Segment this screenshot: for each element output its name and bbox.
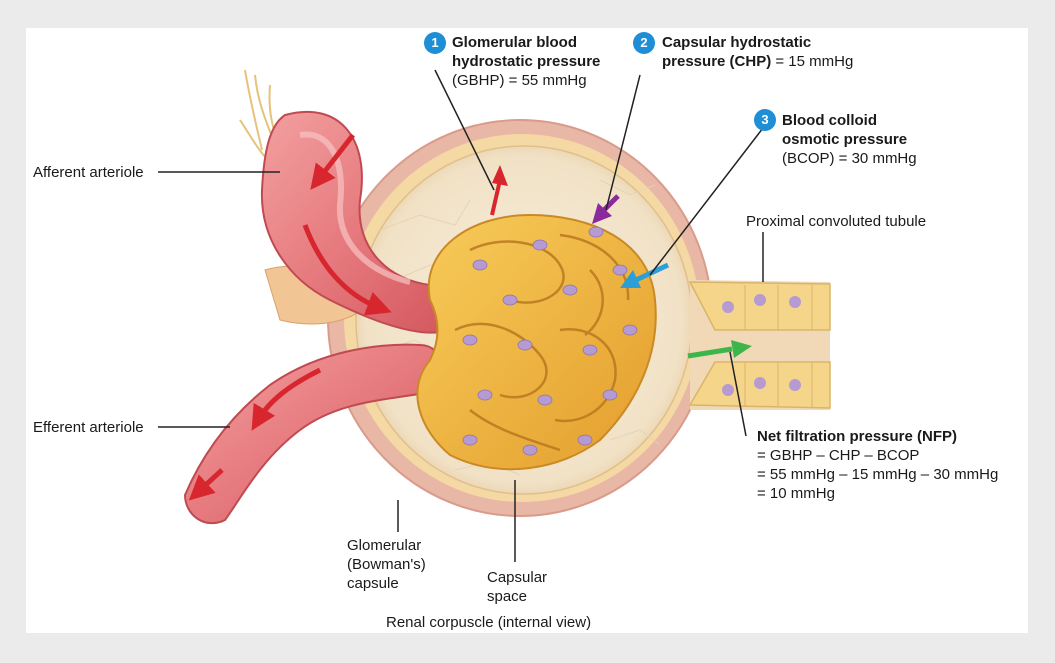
pressure-3-number-badge: 3 xyxy=(754,109,776,131)
nerve-fibers xyxy=(239,69,283,161)
leader-lines xyxy=(158,69,764,562)
pressure-2-number-badge: 2 xyxy=(633,32,655,54)
nfp-label: Net filtration pressure (NFP) = GBHP – C… xyxy=(757,428,999,502)
pressure-1-number-badge: 1 xyxy=(424,32,446,54)
chp-arrow xyxy=(592,194,620,224)
proximal-convoluted-tubule-label: Proximal convoluted tubule xyxy=(746,213,927,230)
pressure-arrows xyxy=(490,165,752,359)
nfp-arrow xyxy=(687,340,752,359)
proximal-convoluted-tubule xyxy=(688,280,831,410)
gbhp-arrow xyxy=(490,165,508,216)
figure-caption: Renal corpuscle (internal view) xyxy=(386,614,592,631)
chp-label: Capsular hydrostatic pressure (CHP) = 15… xyxy=(662,34,854,70)
afferent-arteriole-label: Afferent arteriole xyxy=(33,164,144,181)
bcop-label: Blood colloid osmotic pressure (BCOP) = … xyxy=(782,112,917,167)
capsular-space-label: Capsular space xyxy=(487,569,548,605)
efferent-arteriole-label: Efferent arteriole xyxy=(33,419,144,436)
glomerular-capsule-label: Glomerular (Bowman's) capsule xyxy=(347,537,426,592)
gbhp-label: Glomerular blood hydrostatic pressure (G… xyxy=(452,34,601,89)
glomerulus xyxy=(416,213,657,471)
